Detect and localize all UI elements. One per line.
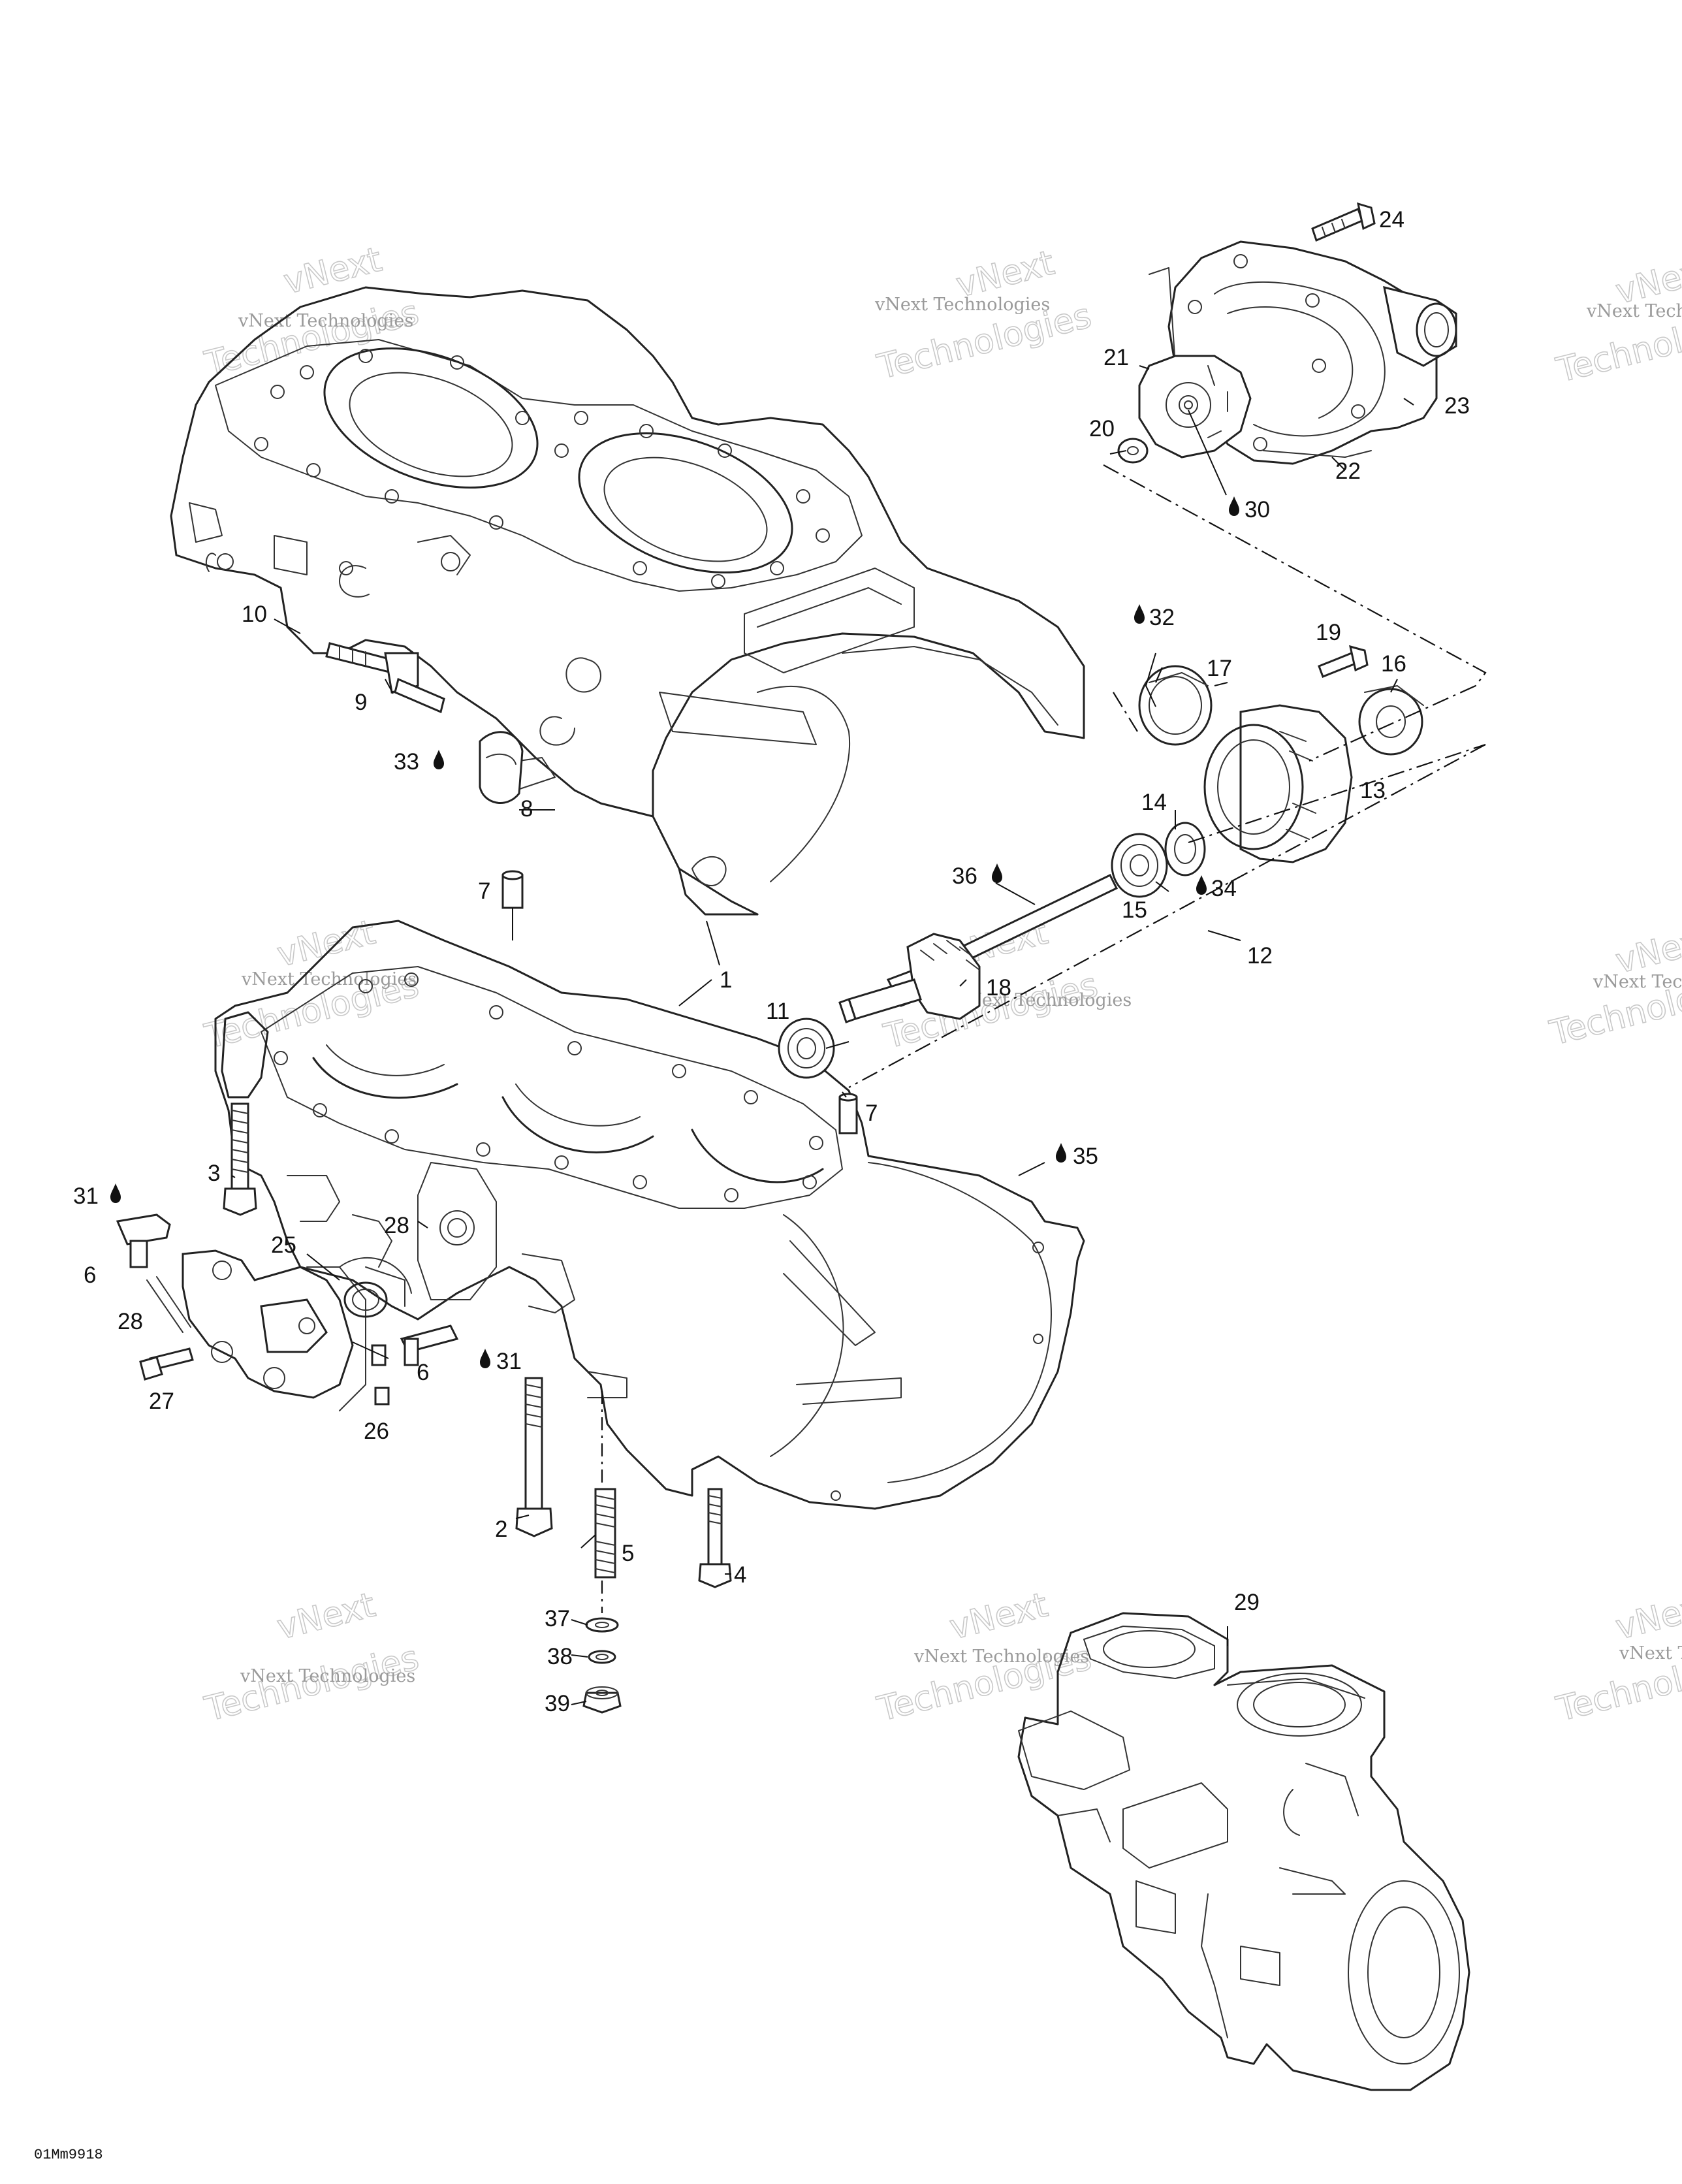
part-label-7b: 7 [865,1100,878,1126]
part-label-28b: 28 [118,1309,143,1334]
oil-drop-icon [110,1183,121,1203]
watermark-small: vNext Technologies [1586,301,1682,321]
part-label-19: 19 [1316,620,1341,645]
watermark-small: vNext Technologies [1619,1643,1682,1663]
engine-inset [1017,1612,1470,2091]
part-label-30: 30 [1245,497,1270,522]
oil-drop-icon [1056,1143,1066,1163]
part-label-27: 27 [149,1389,174,1414]
drawing-code: 01Mm9918 [34,2147,103,2163]
part-label-21: 21 [1103,345,1129,370]
part-label-7a: 7 [478,878,490,904]
part-label-23: 23 [1444,393,1470,419]
part-label-33: 33 [394,749,419,775]
watermark-big-bottom: Technologies [201,293,423,384]
fasteners [223,1102,732,1714]
part-label-22: 22 [1335,458,1361,484]
part-label-11: 11 [766,999,789,1024]
oil-drop-icon [1196,875,1207,895]
fittings [116,642,524,1411]
part-label-38: 38 [547,1644,573,1669]
part-label-17: 17 [1207,656,1232,681]
leader-lines [231,365,1414,1705]
watermark-2: vNext Technologies vNext Technologies [873,243,1096,388]
part-label-20: 20 [1089,416,1115,442]
watermark-big-top: vNext [280,240,386,302]
watermark-small: vNext Technologies [1593,972,1682,992]
part-label-12: 12 [1247,943,1273,969]
part-label-29: 29 [1234,1590,1260,1615]
part-label-35: 35 [1073,1144,1098,1169]
part-label-26: 26 [364,1419,389,1444]
watermark-7: vNext Technologies vNext Technologies [200,1585,423,1730]
part-labels: 1 2 3 4 5 6 6 7 7 8 9 10 11 12 13 14 15 … [73,207,1470,1716]
oil-drop-icon [480,1349,490,1368]
watermark-big-top: vNext [1612,1586,1682,1648]
part-label-9: 9 [355,690,367,715]
part-label-28a: 28 [384,1213,409,1238]
part-label-1: 1 [720,967,732,993]
part-label-6b: 6 [417,1360,429,1385]
upper-crankcase [170,286,1085,916]
part-label-24: 24 [1379,207,1404,233]
oil-drop-icon [1229,496,1239,516]
water-pump-shaft-assembly [778,464,1487,1088]
watermark-3: vNext Technologies vNext Technologies [1552,249,1682,391]
part-label-13: 13 [1360,778,1386,803]
watermark-small: vNext Technologies [874,295,1050,315]
oil-drop-icon [1134,604,1145,624]
part-label-16: 16 [1381,651,1406,677]
watermark-small: vNext Technologies [956,990,1132,1010]
watermark-9: vNext Technologies vNext Technologies [1552,1585,1682,1730]
watermark-big-top: vNext [274,1586,379,1648]
lubricant-drops [110,496,1239,1368]
watermark-big-top: vNext [274,913,379,975]
part-label-15: 15 [1122,897,1147,923]
oil-drop-icon [992,863,1002,883]
part-label-37: 37 [545,1606,570,1631]
part-label-25: 25 [271,1232,296,1258]
part-label-32: 32 [1149,605,1175,630]
dowel-pins [501,870,858,1134]
watermark-small: vNext Technologies [241,969,417,989]
part-label-36: 36 [952,863,977,889]
water-pump-cover [1117,202,1457,496]
part-label-31b: 31 [496,1349,522,1374]
part-label-10: 10 [242,602,267,627]
part-label-18: 18 [986,975,1011,1001]
watermark-1: vNext Technologies vNext Technologies [200,240,423,385]
watermark-small: vNext Technologies [238,311,413,331]
part-label-2: 2 [495,1517,507,1542]
part-label-39: 39 [545,1691,570,1716]
part-label-6a: 6 [84,1262,96,1288]
oil-drop-icon [434,750,444,769]
watermark-6: vNext Technologies vNext Technologies [1546,919,1682,1054]
lower-crankcase [214,920,1085,1510]
watermark-4: vNext Technologies vNext Technologies [200,912,423,1057]
watermark-small: vNext Technologies [240,1666,415,1686]
part-label-31a: 31 [73,1183,99,1209]
part-label-8: 8 [520,796,533,822]
part-label-14: 14 [1141,790,1167,815]
part-label-3: 3 [208,1161,220,1186]
part-label-34: 34 [1211,876,1237,901]
part-label-4: 4 [734,1562,746,1588]
watermark-big-top: vNext [946,1586,1052,1648]
part-label-5: 5 [622,1541,634,1566]
